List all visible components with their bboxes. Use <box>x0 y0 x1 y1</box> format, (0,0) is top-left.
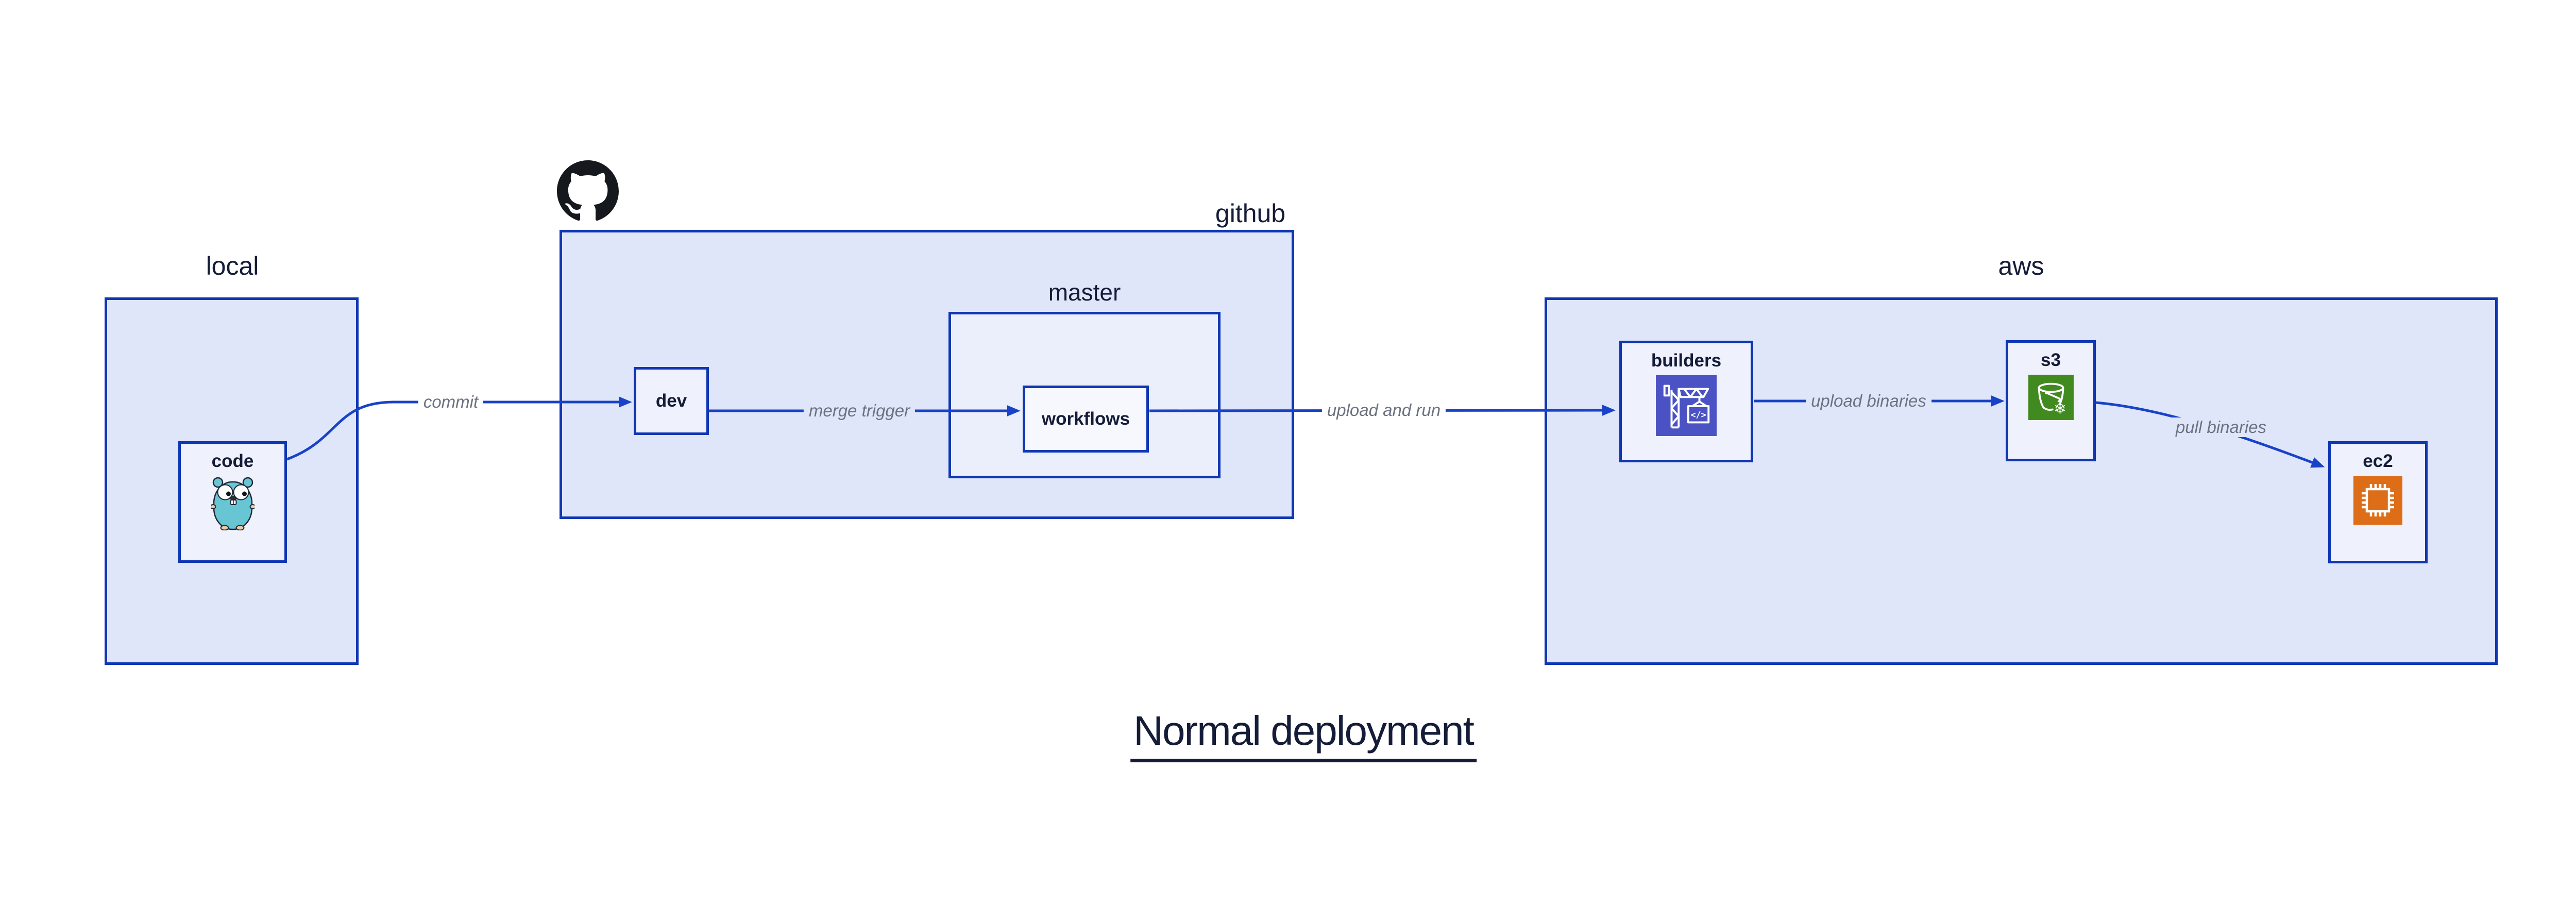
node-ec2-label: ec2 <box>2363 451 2393 471</box>
edge-label-upload-and-run: upload and run <box>1321 400 1446 420</box>
edge-label-commit: commit <box>418 392 484 412</box>
edge-label-pull-binaries: pull binaries <box>2170 417 2272 437</box>
aws-s3-glacier-bucket-icon: ❄ <box>2028 375 2074 420</box>
node-builders: builders </> <box>1619 341 1753 462</box>
edge-label-upload-binaries: upload binaries <box>1806 391 1931 411</box>
group-label-master: master <box>1048 279 1121 306</box>
go-gopher-icon <box>211 477 255 530</box>
node-workflows: workflows <box>1023 386 1149 453</box>
snowflake-glyph: ❄ <box>2054 399 2066 417</box>
node-dev-label: dev <box>655 391 687 411</box>
node-code: code <box>178 441 287 563</box>
aws-ec2-chip-icon <box>2353 476 2402 525</box>
node-dev: dev <box>634 367 709 435</box>
edge-label-merge-trigger: merge trigger <box>803 401 916 421</box>
node-builders-label: builders <box>1651 350 1722 371</box>
svg-text:</>: </> <box>1691 410 1706 420</box>
github-octocat-icon <box>557 160 619 221</box>
node-ec2: ec2 <box>2328 441 2428 563</box>
group-label-github: github <box>1215 199 1286 228</box>
node-code-label: code <box>211 451 254 471</box>
node-s3-label: s3 <box>2041 350 2061 370</box>
group-label-local: local <box>206 252 259 280</box>
diagram-title: Normal deployment <box>1130 707 1477 762</box>
aws-codebuild-crane-icon: </> <box>1656 375 1717 436</box>
group-label-aws: aws <box>1998 252 2044 280</box>
node-s3: s3 ❄ <box>2006 340 2096 461</box>
node-workflows-label: workflows <box>1041 409 1130 429</box>
